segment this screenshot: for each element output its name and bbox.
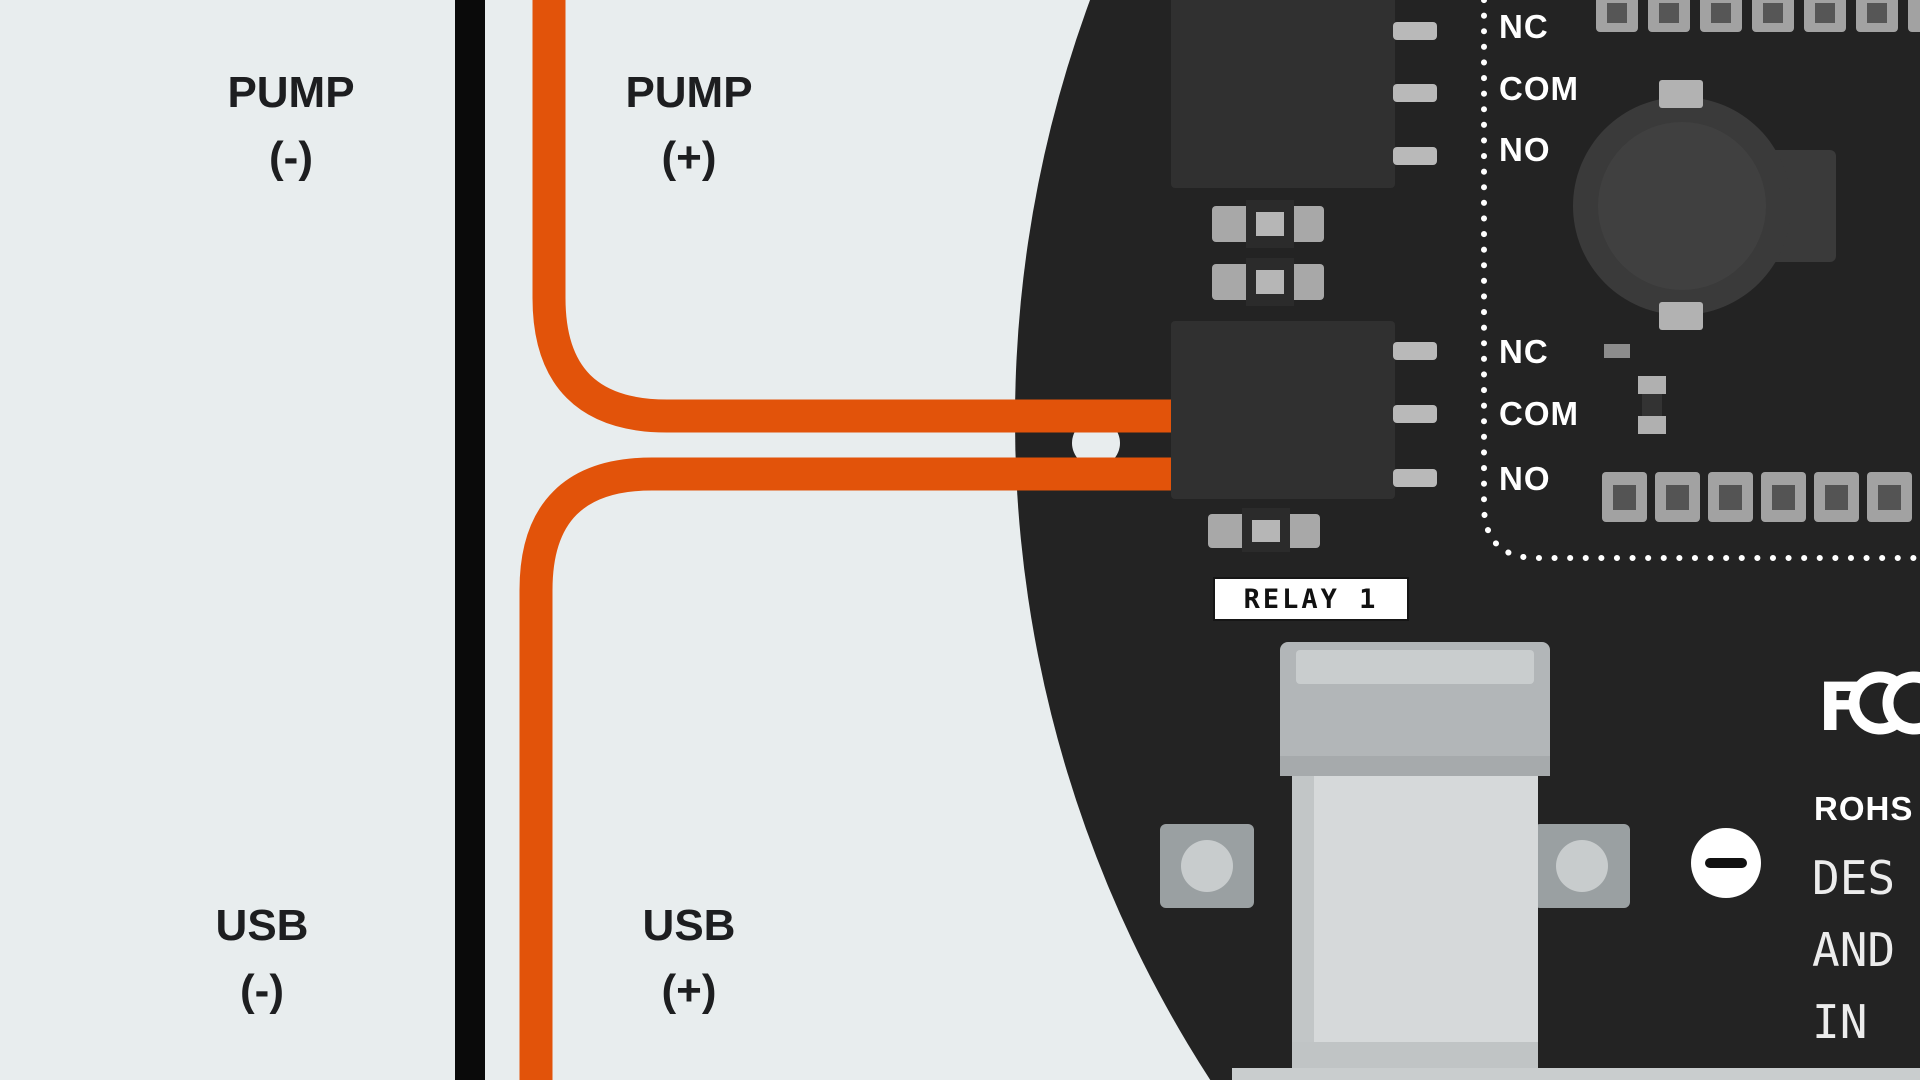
usb-shell-edge xyxy=(1280,756,1550,776)
silkscreen-text-line: DES xyxy=(1812,851,1895,905)
relay-lead xyxy=(1393,342,1437,360)
header-pin-hole xyxy=(1666,485,1689,510)
usb-tab-left-hole xyxy=(1181,840,1233,892)
optocoupler-components xyxy=(1212,200,1324,306)
usb-tab-right-hole xyxy=(1556,840,1608,892)
component-below-relay xyxy=(1208,508,1320,552)
relay-lead xyxy=(1393,84,1437,102)
header-pin-hole xyxy=(1772,485,1795,510)
silkscreen-text-line: AND xyxy=(1812,923,1895,977)
relay-body xyxy=(1171,321,1395,499)
relay-lead xyxy=(1393,405,1437,423)
header-pin-hole xyxy=(1763,3,1783,23)
terminal-area-dotted-border xyxy=(1481,0,1920,561)
orange-wire-pump-positive xyxy=(532,0,1192,433)
pump-negative-line2: (-) xyxy=(269,133,313,182)
relay-label-box xyxy=(1213,577,1409,621)
header-pin-hole xyxy=(1867,3,1887,23)
pump-positive-line1: PUMP xyxy=(625,68,752,117)
header-pin-hole xyxy=(1613,485,1636,510)
relay-body xyxy=(1171,0,1395,188)
terminal-label-com-top: COM xyxy=(1499,70,1579,107)
board-bottom-edge xyxy=(1232,1068,1920,1080)
terminal-label-nc-top: NC xyxy=(1499,8,1549,45)
component-tab xyxy=(1256,212,1284,236)
usb-negative-line2: (-) xyxy=(240,966,284,1015)
fcc-logo-c-arc xyxy=(1882,671,1920,735)
smd-body xyxy=(1642,394,1662,416)
relay-component-top xyxy=(1171,0,1437,188)
rohs-text: ROHS xyxy=(1814,790,1913,827)
smd-pad xyxy=(1638,416,1666,434)
usb-positive-line1: USB xyxy=(643,901,736,950)
usb-body-shade xyxy=(1292,776,1314,1080)
usb-negative-line1: USB xyxy=(216,901,309,950)
smd-pad xyxy=(1638,376,1666,394)
relay-1-label: RELAY 1 xyxy=(1213,577,1409,621)
battery-pad-bottom xyxy=(1659,302,1703,330)
relay-lead xyxy=(1393,469,1437,487)
usb-connector xyxy=(1160,642,1630,1080)
usb-body xyxy=(1292,776,1538,1080)
pin-header-top xyxy=(1596,0,1920,32)
smd-components xyxy=(1604,344,1666,434)
usb-negative-label: USB (-) xyxy=(216,901,309,1015)
terminal-label-com-bottom: COM xyxy=(1499,395,1579,432)
usb-positive-line2: (+) xyxy=(662,966,717,1015)
silkscreen-text-line: IN xyxy=(1812,995,1867,1049)
header-pin-hole xyxy=(1711,3,1731,23)
black-wire xyxy=(455,0,485,1080)
terminal-label-no-top: NO xyxy=(1499,131,1551,168)
fcc-logo-c-arc xyxy=(1848,671,1901,735)
fcc-logo-icon: F xyxy=(1818,669,1920,746)
header-pin-hole xyxy=(1815,3,1835,23)
header-pin-hole xyxy=(1719,485,1742,510)
minus-marker-bar xyxy=(1705,858,1747,868)
terminal-label-no-bottom: NO xyxy=(1499,460,1551,497)
pump-positive-label: PUMP (+) xyxy=(625,68,752,182)
battery-face xyxy=(1598,122,1766,290)
component-tab xyxy=(1252,520,1280,542)
relay-lead xyxy=(1393,147,1437,165)
header-pin-hole xyxy=(1607,3,1627,23)
minus-marker-icon xyxy=(1691,828,1761,898)
orange-wire-usb-positive xyxy=(519,457,1192,1080)
relay-lead xyxy=(1393,22,1437,40)
component-tab xyxy=(1256,270,1284,294)
pump-positive-line2: (+) xyxy=(662,133,717,182)
header-pin-hole xyxy=(1878,485,1901,510)
header-pin xyxy=(1908,0,1920,32)
terminal-label-nc-bottom: NC xyxy=(1499,333,1549,370)
header-pin-hole xyxy=(1659,3,1679,23)
smd-resistor xyxy=(1604,344,1630,358)
pump-negative-label: PUMP (-) xyxy=(227,68,354,182)
header-pin-hole xyxy=(1825,485,1848,510)
relay-label-text: RELAY 1 xyxy=(1244,584,1379,615)
usb-positive-label: USB (+) xyxy=(643,901,736,1015)
pin-header-bottom xyxy=(1602,472,1912,522)
relay-1-component xyxy=(1171,321,1437,499)
battery-pad-top xyxy=(1659,80,1703,108)
pump-negative-line1: PUMP xyxy=(227,68,354,117)
coin-cell-battery xyxy=(1573,80,1836,330)
usb-shell-highlight xyxy=(1296,650,1534,684)
